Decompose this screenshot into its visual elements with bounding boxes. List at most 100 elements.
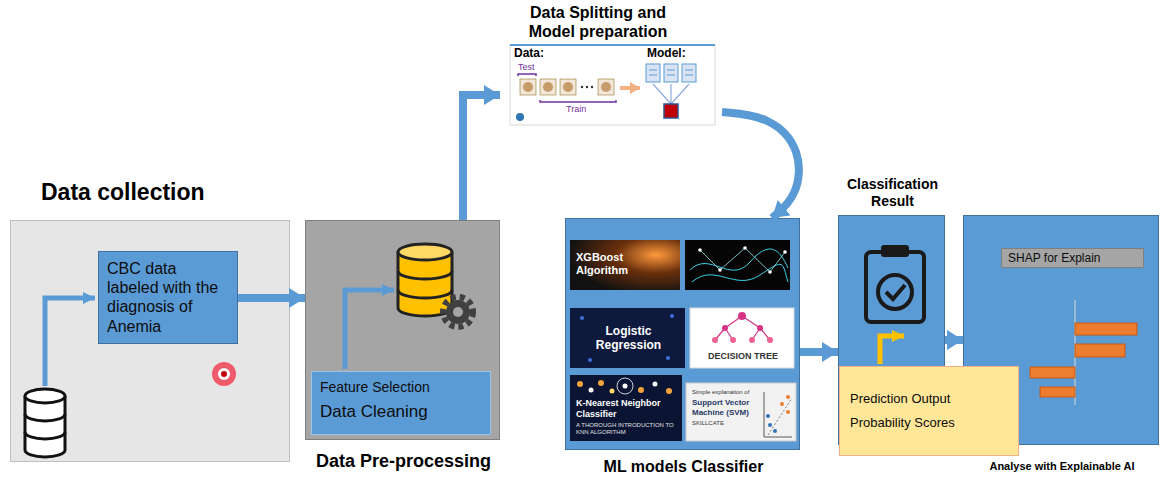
clipboard-icon — [881, 245, 909, 257]
shap-bar-chart — [1075, 344, 1125, 357]
node-text: SKILLCATE — [692, 420, 759, 427]
split-illustration — [620, 86, 640, 90]
split-illustration — [540, 100, 616, 102]
clipboard-icon — [886, 285, 905, 299]
split-illustration — [510, 45, 715, 125]
process-box: Feature SelectionData Cleaning — [311, 371, 491, 435]
database-gear-icon — [398, 252, 452, 316]
logistic-tile-picture — [588, 358, 592, 362]
knn-tile-picture — [653, 382, 658, 387]
decision-tree-picture — [690, 308, 794, 368]
decision-tree-picture — [738, 312, 746, 320]
stage-heading: Data collection — [41, 179, 281, 207]
database-icon — [25, 389, 65, 403]
decision-tree-picture — [757, 325, 763, 331]
split-illustration — [540, 79, 556, 95]
node-text: Feature Selection — [320, 379, 482, 396]
decision-tree-picture — [730, 337, 736, 343]
svm-tile-picture — [764, 392, 792, 437]
svm-tile-picture — [768, 423, 772, 427]
xgboost-tile-picture — [570, 240, 680, 290]
flow-arrow — [800, 348, 838, 356]
neural-network-picture — [743, 246, 747, 250]
model-tile: Simple explanation of Support Vector Mach… — [687, 384, 797, 442]
flow-arrow-small — [345, 290, 394, 369]
neural-network-picture — [700, 248, 785, 272]
node-text: Support Vector Machine (SVM) — [692, 398, 759, 417]
model-tile: XGBoost Algorithm — [571, 241, 681, 291]
database-gear-icon — [398, 244, 452, 260]
node-text: CBC data labeled with the diagnosis of A… — [107, 259, 229, 336]
decision-tree-picture — [767, 337, 773, 343]
node-text: Simple explanation of — [692, 389, 759, 396]
model-tile: K-Nearest Neighbor ClassifierA THOROUGH … — [571, 376, 683, 442]
blood-drop-icon — [218, 368, 230, 380]
shap-bar-chart — [1030, 367, 1075, 378]
split-illustration — [523, 82, 533, 92]
knn-tile-picture — [617, 378, 633, 394]
decision-tree-picture — [749, 337, 755, 343]
split-illustration — [682, 64, 696, 82]
split-illustration — [520, 79, 536, 95]
logistic-tile-picture — [670, 314, 674, 318]
neural-network-picture — [718, 268, 722, 272]
svm-tile-picture — [766, 414, 770, 418]
database-gear-icon — [446, 300, 470, 324]
svm-tile-picture — [773, 429, 777, 433]
stage-heading: ML models Classifier — [566, 457, 801, 476]
database-icon — [25, 396, 65, 457]
clipboard-icon — [866, 252, 924, 322]
neural-network-picture — [685, 240, 790, 290]
split-illustration — [646, 64, 660, 82]
neural-network-picture — [685, 240, 790, 290]
flow-arrow — [945, 336, 963, 344]
blood-drop-icon — [221, 371, 227, 377]
knn-tile-picture — [589, 388, 594, 393]
split-illustration — [510, 45, 715, 125]
logistic-tile-picture — [570, 308, 685, 368]
svm-tile-picture — [780, 402, 784, 406]
split-illustration — [586, 86, 588, 88]
database-gear-icon — [398, 244, 473, 327]
decision-tree-picture — [690, 308, 794, 368]
svm-tile-picture — [786, 410, 790, 414]
node-text: Data Cleaning — [320, 402, 482, 422]
svm-tile-picture — [768, 398, 792, 435]
model-tile: DECISION TREE — [691, 309, 795, 369]
knn-tile-picture — [623, 384, 628, 389]
shap-bar-chart — [1030, 300, 1137, 405]
flow-arrow — [463, 95, 500, 220]
stage-heading: Data Pre-processing — [296, 451, 511, 473]
blood-drop-icon — [212, 362, 236, 386]
split-illustration — [516, 113, 524, 121]
node-text: Logistic Regression — [575, 324, 682, 353]
flow-arrow-small — [45, 298, 95, 386]
split-illustration — [518, 74, 536, 76]
node-text: SHAP for Explain — [1008, 251, 1137, 265]
clipboard-icon — [866, 245, 924, 322]
node-text: Probability Scores — [850, 415, 1008, 431]
knn-tile-picture — [598, 380, 604, 386]
knn-tile-picture — [577, 381, 583, 387]
split-illustration — [591, 86, 593, 88]
node-text: A THOROUGH INTRODUCTION TO KNN ALGORITHM — [576, 422, 678, 436]
neural-network-picture — [783, 250, 787, 254]
split-illustration — [510, 44, 715, 46]
split-illustration — [664, 64, 678, 82]
database-icon — [25, 389, 65, 457]
blood-drop-icon — [212, 362, 236, 386]
database-gear-icon — [453, 307, 463, 317]
clipboard-icon — [878, 275, 912, 309]
yellow-arrow — [880, 336, 904, 364]
xgboost-tile-picture — [570, 240, 680, 290]
decision-tree-picture — [722, 325, 728, 331]
illustration-label: Data: — [514, 46, 544, 60]
knn-tile-picture — [610, 389, 615, 394]
node-text: DECISION TREE — [694, 351, 792, 362]
stage-heading: Analyse with Explainable AI — [964, 460, 1160, 473]
method-label: SHAP for Explain — [1001, 248, 1144, 268]
split-illustration — [649, 70, 693, 75]
knn-tile-picture — [666, 388, 672, 394]
node-text: XGBoost Algorithm — [576, 251, 676, 277]
knn-tile-picture — [638, 387, 644, 393]
